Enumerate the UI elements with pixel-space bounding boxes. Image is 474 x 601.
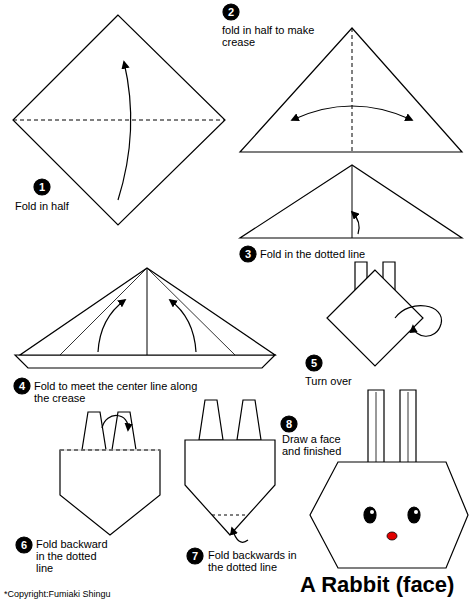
step-number: 3 xyxy=(240,246,256,262)
step-instruction: Fold backwards in the dotted line xyxy=(208,549,304,573)
step-number: 2 xyxy=(223,4,239,20)
step-number: 1 xyxy=(34,179,50,195)
step-instruction: fold in half to make crease xyxy=(222,24,322,48)
diagram-title: A Rabbit (face) xyxy=(300,572,454,598)
step-instruction: Draw a face and finished xyxy=(282,433,354,457)
copyright-note: *Copyright:Fumiaki Shingu xyxy=(4,589,174,599)
step-instruction: Turn over xyxy=(305,375,375,387)
step-number: 6 xyxy=(16,537,32,553)
step-number: 7 xyxy=(187,548,203,564)
step-instruction: Fold in half xyxy=(15,200,95,212)
step-number: 8 xyxy=(281,416,297,432)
step-instruction: Fold in the dotted line xyxy=(260,248,400,260)
step-instruction: Fold backward in the dotted line xyxy=(36,538,108,574)
step-number: 5 xyxy=(306,355,322,371)
step-instruction: Fold to meet the center line along the c… xyxy=(34,380,204,404)
step-number: 4 xyxy=(14,378,30,394)
